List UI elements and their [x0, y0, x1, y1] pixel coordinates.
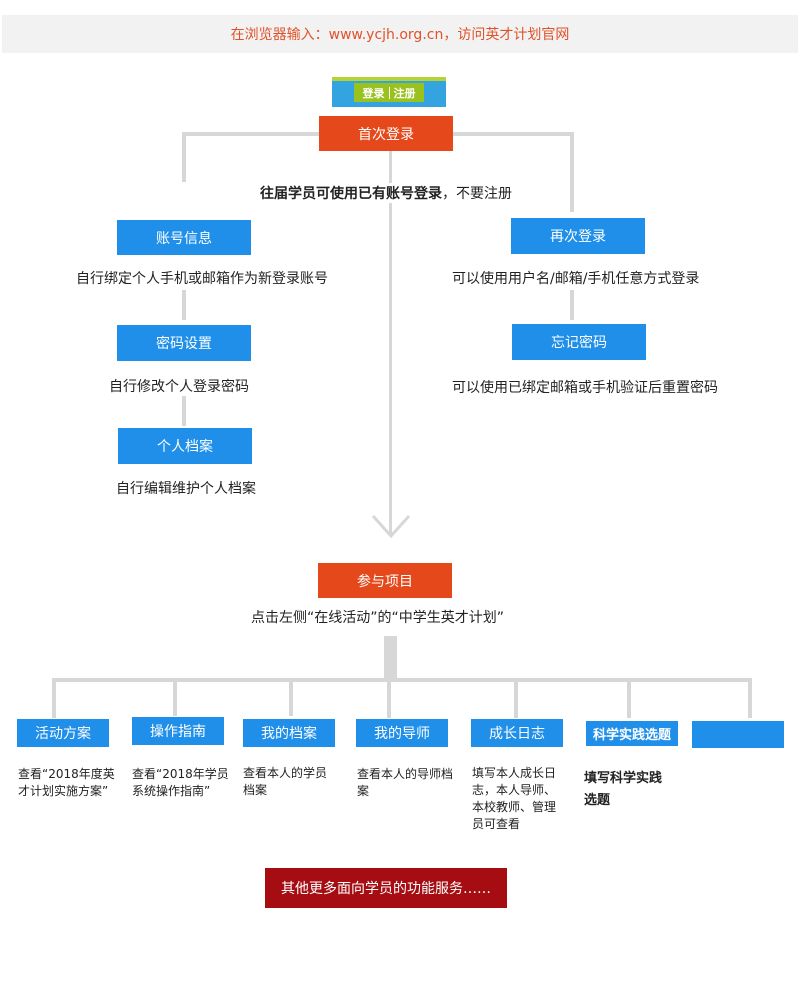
feature-my-mentor-desc: 查看本人的导师档案: [357, 767, 454, 798]
login-label[interactable]: 登录: [362, 86, 385, 100]
account-info-desc: 自行绑定个人手机或邮箱作为新登录账号: [76, 271, 328, 287]
relogin-desc: 可以使用用户名/邮箱/手机任意方式登录: [452, 271, 700, 287]
feature-my-mentor-label: 我的导师: [374, 726, 430, 742]
feature-user-guide-box[interactable]: 操作指南: [132, 717, 224, 745]
connector-left-down: [182, 132, 186, 182]
personal-profile-box[interactable]: 个人档案: [118, 428, 252, 464]
connector-left-password-to-profile: [182, 396, 186, 426]
connector-right-down: [570, 132, 574, 212]
feature-my-mentor-box[interactable]: 我的导师: [356, 719, 448, 747]
first-login-label: 首次登录: [358, 126, 414, 143]
first-login-box[interactable]: 首次登录: [319, 116, 453, 151]
join-project-desc: 点击左侧“在线活动”的“中学生英才计划”: [251, 610, 505, 626]
connector-drop-6: [627, 678, 631, 718]
personal-profile-desc: 自行编辑维护个人档案: [116, 481, 256, 497]
more-services-box[interactable]: 其他更多面向学员的功能服务……: [265, 868, 507, 908]
connector-drop-5: [514, 678, 518, 718]
first-login-note-bold: 往届学员可使用已有账号登录: [260, 186, 442, 202]
feature-science-topic-label: 科学实践选题: [592, 728, 671, 743]
connector-left-info-to-password: [182, 290, 186, 320]
connector-bottom-horizontal: [52, 678, 752, 682]
connector-center-arrow-shaft: [389, 150, 392, 536]
forgot-password-box[interactable]: 忘记密码: [512, 324, 646, 360]
password-setting-box[interactable]: 密码设置: [117, 325, 251, 361]
account-info-box[interactable]: 账号信息: [117, 220, 251, 255]
connector-first-login-right: [453, 132, 574, 136]
connector-right-relogin-to-forgot: [570, 290, 574, 320]
feature-blank-box[interactable]: [692, 721, 784, 748]
personal-profile-label: 个人档案: [157, 439, 213, 455]
first-login-note: 往届学员可使用已有账号登录，不要注册: [258, 183, 514, 203]
password-setting-desc: 自行修改个人登录密码: [109, 379, 249, 395]
feature-activity-plan-label: 活动方案: [35, 726, 91, 742]
connector-first-login-left: [182, 132, 319, 136]
feature-my-profile-desc: 查看本人的学员档案: [243, 766, 328, 797]
login-register-inner[interactable]: 登录 注册: [354, 83, 424, 102]
login-button-accent-bar: [332, 77, 446, 81]
feature-science-topic-desc: 填写科学实践选题: [584, 771, 663, 808]
login-register-button[interactable]: 登录 注册: [332, 77, 446, 107]
url-banner-text: 在浏览器输入：www.ycjh.org.cn，访问英才计划官网: [230, 27, 570, 43]
account-info-label: 账号信息: [156, 230, 212, 247]
relogin-label: 再次登录: [550, 229, 606, 245]
connector-drop-7: [748, 678, 752, 718]
feature-growth-log-box[interactable]: 成长日志: [471, 719, 563, 747]
forgot-password-desc: 可以使用已绑定邮箱或手机验证后重置密码: [452, 380, 718, 396]
feature-science-topic-box[interactable]: 科学实践选题: [586, 721, 678, 746]
relogin-box[interactable]: 再次登录: [511, 218, 645, 254]
feature-my-profile-box[interactable]: 我的档案: [243, 719, 335, 747]
feature-user-guide-desc: 查看“2018年学员系统操作指南”: [132, 767, 229, 798]
connector-drop-1: [52, 678, 56, 718]
forgot-password-label: 忘记密码: [551, 335, 607, 351]
login-register-divider: [388, 86, 390, 99]
join-project-label: 参与项目: [357, 573, 413, 590]
connector-drop-4: [387, 678, 391, 718]
feature-user-guide-label: 操作指南: [150, 724, 206, 740]
connector-bottom-trunk: [384, 636, 397, 682]
first-login-note-rest: ，不要注册: [442, 186, 512, 202]
join-project-box[interactable]: 参与项目: [318, 563, 452, 598]
register-label[interactable]: 注册: [393, 86, 416, 100]
feature-activity-plan-desc: 查看“2018年度英才计划实施方案”: [18, 767, 115, 798]
url-banner: 在浏览器输入：www.ycjh.org.cn，访问英才计划官网: [2, 15, 798, 53]
password-setting-label: 密码设置: [156, 336, 212, 352]
connector-drop-2: [173, 678, 177, 716]
feature-my-profile-label: 我的档案: [261, 726, 317, 742]
feature-activity-plan-box[interactable]: 活动方案: [17, 719, 109, 747]
feature-growth-log-label: 成长日志: [489, 726, 545, 742]
feature-growth-log-desc: 填写本人成长日志，本人导师、本校教师、管理员可查看: [472, 766, 557, 831]
connector-drop-3: [289, 678, 293, 716]
down-arrow-icon: [371, 514, 411, 539]
more-services-label: 其他更多面向学员的功能服务……: [281, 881, 491, 897]
